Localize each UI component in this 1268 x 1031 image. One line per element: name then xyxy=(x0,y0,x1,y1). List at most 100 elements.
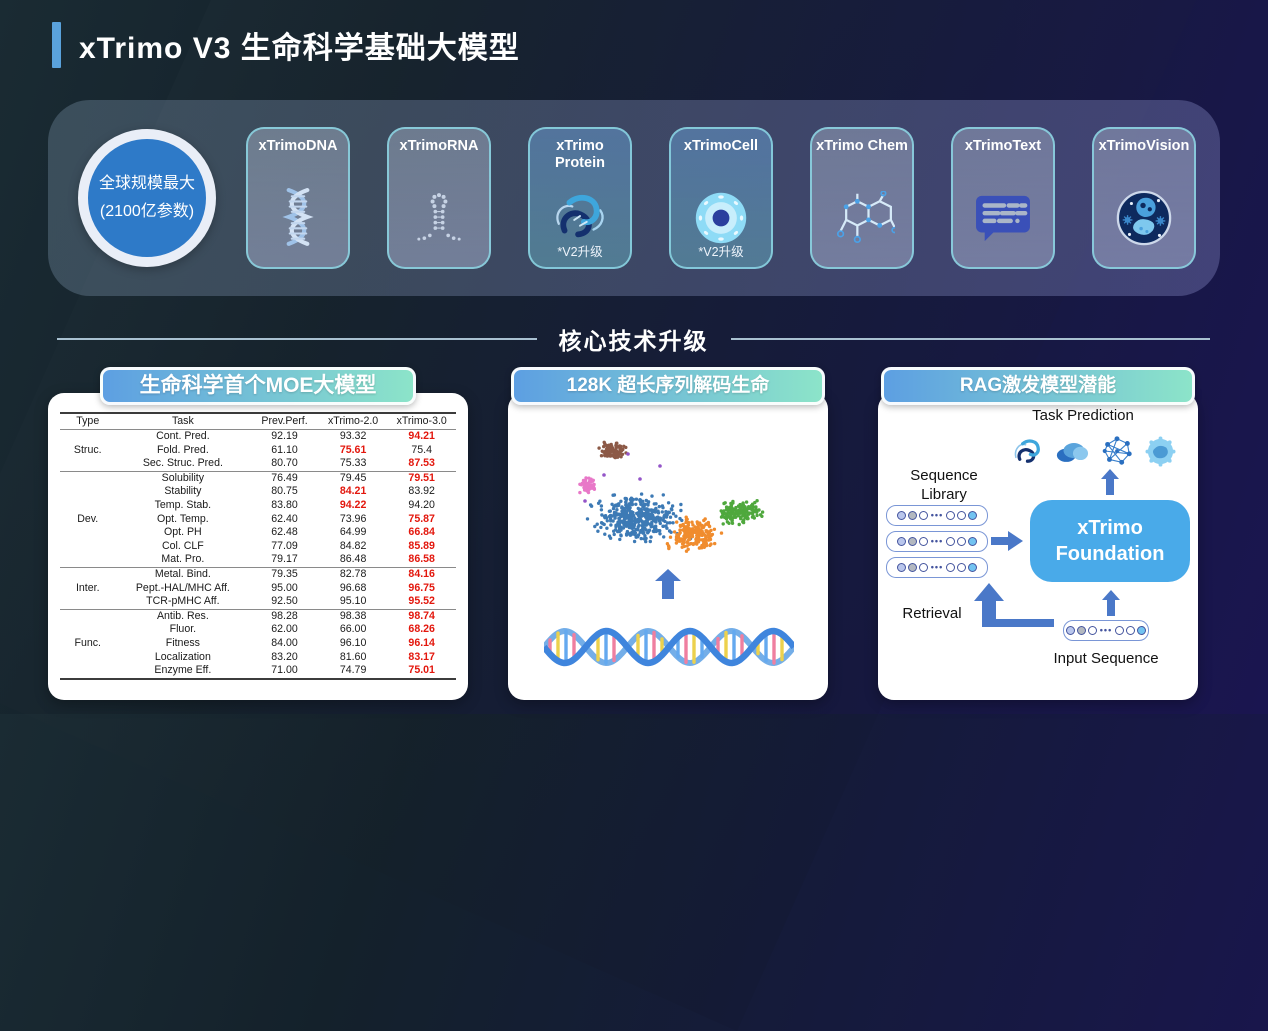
table-cell-v3: 85.89 xyxy=(408,539,435,552)
model-card-title: xTrimoVision xyxy=(1098,138,1190,154)
table-cell-v3: 94.21 xyxy=(408,430,435,442)
sequence-token-dot xyxy=(918,563,928,572)
title-accent-bar xyxy=(52,22,61,68)
table-cell-v3: 75.87 xyxy=(408,512,435,525)
table-cell-v3: 83.92 xyxy=(408,485,435,498)
table-cell-prev: 62.48 xyxy=(271,526,298,539)
panel-rag: RAG激发模型潜能 Task Prediction Sequence Libra… xyxy=(878,367,1198,700)
table-cell-prev: 84.00 xyxy=(271,636,298,649)
sequence-library-pills: ••• ••• ••• xyxy=(886,505,988,583)
table-cell-v3: 98.74 xyxy=(408,609,435,622)
library-sequence-pill: ••• xyxy=(886,531,988,552)
sequence-token-dot xyxy=(896,563,906,572)
table-cell-prev: 83.80 xyxy=(271,498,298,511)
divider-line-right xyxy=(730,338,1210,340)
sequence-token-dot xyxy=(946,563,956,572)
table-cell-v3: 75.4 xyxy=(411,443,432,456)
ellipsis: ••• xyxy=(930,536,944,546)
cell-icon xyxy=(693,168,749,267)
table-cell-v3: 68.26 xyxy=(408,623,435,636)
model-card-title: xTrimo Chem xyxy=(816,138,908,154)
table-cell-v3: 75.01 xyxy=(408,664,435,677)
model-card-title: xTrimo Protein xyxy=(555,138,605,172)
sequence-token-dot xyxy=(957,563,967,572)
sequence-token-dot xyxy=(918,511,928,520)
table-cell-task: Opt. PH xyxy=(164,526,202,539)
model-card-title: xTrimoDNA xyxy=(258,138,338,154)
table-cell-task: Cont. Pred. xyxy=(156,430,210,442)
table-cell-task: Solubility xyxy=(161,471,205,484)
divider-line-left xyxy=(57,338,537,340)
library-sequence-pill: ••• xyxy=(886,505,988,526)
table-cell-v2: 75.33 xyxy=(339,457,367,470)
table-cell-prev: 79.17 xyxy=(271,553,298,566)
table-cell-task: Metal. Bind. xyxy=(154,567,211,580)
table-cell-prev: 62.00 xyxy=(271,623,298,636)
table-cell-task: Temp. Stab. xyxy=(154,498,212,511)
embedding-scatter-plot xyxy=(578,440,765,553)
table-cell-prev: 95.00 xyxy=(271,581,298,594)
table-cell-v2: 93.32 xyxy=(339,430,367,442)
table-cell-v3: 86.58 xyxy=(408,553,435,566)
table-cell-v2: 94.22 xyxy=(339,498,367,511)
table-cell-prev: 71.00 xyxy=(271,664,298,677)
table-cell-v3: 83.17 xyxy=(408,650,435,663)
sequence-token-dot xyxy=(1087,626,1097,635)
table-cell-v3: 95.52 xyxy=(408,595,435,608)
dna-helix-icon xyxy=(277,168,319,267)
table-cell-v2: 66.00 xyxy=(339,623,367,636)
sequence-token-dot xyxy=(968,563,978,572)
network-graph-icon xyxy=(1101,435,1133,472)
table-cell-task: Enzyme Eff. xyxy=(154,664,212,677)
sequence-token-dot xyxy=(946,537,956,546)
sequence-token-dot xyxy=(1065,626,1075,635)
model-card-xtrimo-protein: xTrimo Protein*V2升级 xyxy=(528,127,632,269)
table-cell-task: Fold. Pred. xyxy=(156,443,209,456)
table-cell-task: Stability xyxy=(164,485,202,498)
panel-rag-header: RAG激发模型潜能 xyxy=(881,367,1195,405)
table-column-header: Type xyxy=(76,414,100,427)
sequence-token-dot xyxy=(1115,626,1125,635)
protein-structure-icon xyxy=(1012,436,1043,472)
input-sequence-label: Input Sequence xyxy=(1053,650,1159,667)
xtrimo-foundation-box: xTrimo Foundation xyxy=(1030,500,1190,582)
table-column-header: xTrimo-3.0 xyxy=(396,414,447,427)
table-group-type: Struc. xyxy=(73,443,102,456)
table-cell-prev: 79.35 xyxy=(271,567,298,580)
model-card-xtrimodna: xTrimoDNA xyxy=(246,127,350,269)
scale-badge-line1: 全球规模最大 xyxy=(98,175,195,192)
table-cell-prev: 83.20 xyxy=(271,650,298,663)
table-cell-prev: 77.09 xyxy=(271,539,298,552)
model-card-xtrimo-chem: xTrimo Chem xyxy=(810,127,914,269)
table-cell-v2: 84.82 xyxy=(339,539,367,552)
table-cell-task: Antib. Res. xyxy=(156,609,209,622)
table-cell-prev: 92.50 xyxy=(271,595,298,608)
table-cell-v2: 75.61 xyxy=(339,443,367,456)
sequence-token-dot xyxy=(946,511,956,520)
panel-moe-header: 生命科学首个MOE大模型 xyxy=(100,367,416,405)
table-group-type: Dev. xyxy=(77,512,99,525)
ellipsis: ••• xyxy=(930,562,944,572)
cloud-blob-icon xyxy=(1055,439,1089,469)
table-cell-v3: 66.84 xyxy=(408,526,435,539)
library-sequence-pill: ••• xyxy=(886,557,988,578)
dna-helix-illustration xyxy=(544,627,794,667)
input-sequence-pill: ••• xyxy=(1063,620,1149,646)
table-cell-v2: 73.96 xyxy=(339,512,367,525)
table-cell-v3: 79.51 xyxy=(408,471,435,484)
table-cell-v3: 84.16 xyxy=(408,567,435,580)
task-prediction-icons xyxy=(1012,435,1176,472)
panel-128k: 128K 超长序列解码生命 xyxy=(508,367,828,700)
